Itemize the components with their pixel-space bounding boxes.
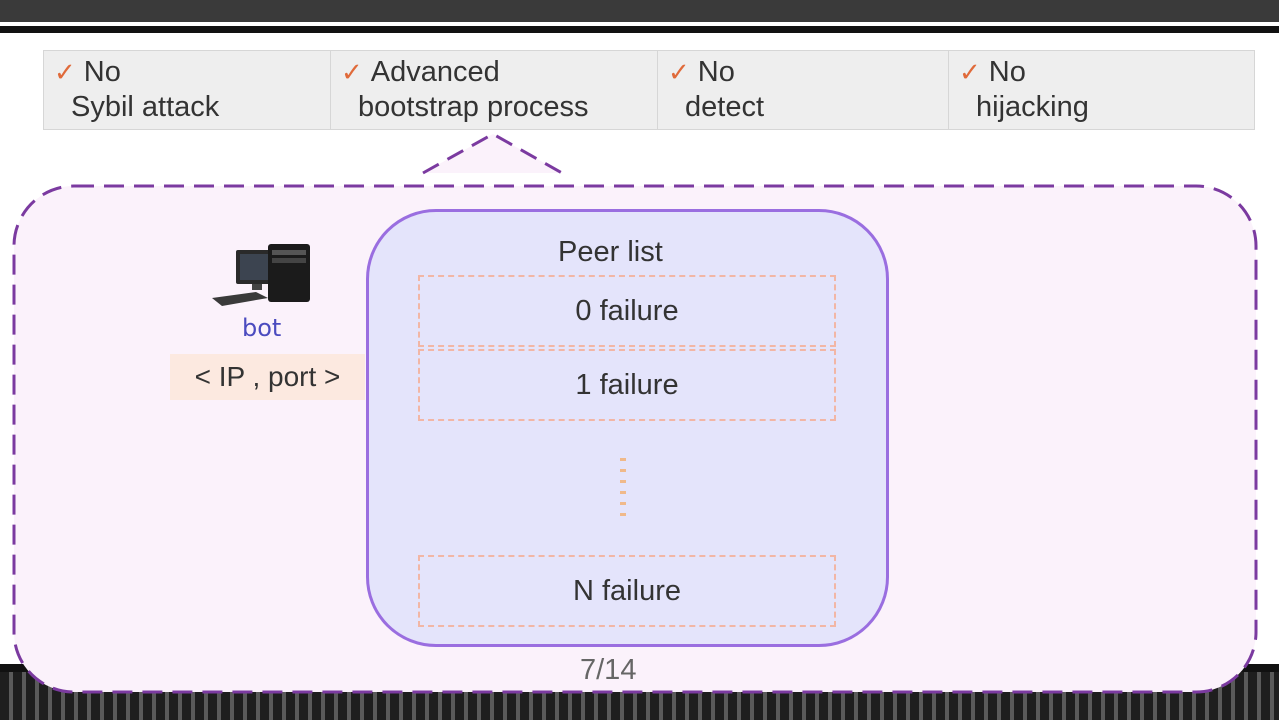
feature-subtitle: bootstrap process xyxy=(358,91,589,123)
feature-subtitle: detect xyxy=(685,91,764,123)
feature-title: No xyxy=(697,56,735,88)
bot-address: < IP , port > xyxy=(170,354,365,400)
top-bar xyxy=(0,0,1279,22)
failure-row: 1 failure xyxy=(418,349,836,421)
feature-title: No xyxy=(988,56,1026,88)
peer-list-box xyxy=(366,209,889,647)
check-icon: ✓ xyxy=(959,57,981,87)
ellipsis-dots xyxy=(620,458,626,520)
check-icon: ✓ xyxy=(668,57,690,87)
feature-hijacking: ✓No hijacking xyxy=(949,51,1254,129)
peer-list-title: Peer list xyxy=(558,236,663,268)
check-icon: ✓ xyxy=(54,57,76,87)
feature-subtitle: Sybil attack xyxy=(71,91,220,123)
callout-pointer xyxy=(422,132,563,175)
check-icon: ✓ xyxy=(341,57,363,87)
feature-title: Advanced xyxy=(370,56,500,88)
failure-row: N failure xyxy=(418,555,836,627)
computer-icon xyxy=(212,244,310,306)
feature-sybil: ✓No Sybil attack xyxy=(44,51,331,129)
feature-subtitle: hijacking xyxy=(976,91,1089,123)
page-number: 7/14 xyxy=(580,654,637,686)
failure-row: 0 failure xyxy=(418,275,836,347)
top-bar-rule xyxy=(0,26,1279,33)
feature-title: No xyxy=(83,56,121,88)
feature-detect: ✓No detect xyxy=(658,51,949,129)
top-bar-divider xyxy=(0,22,1279,25)
bot-label: bot xyxy=(242,314,282,342)
feature-bootstrap: ✓Advanced bootstrap process xyxy=(331,51,658,129)
feature-bar: ✓No Sybil attack ✓Advanced bootstrap pro… xyxy=(43,50,1255,130)
